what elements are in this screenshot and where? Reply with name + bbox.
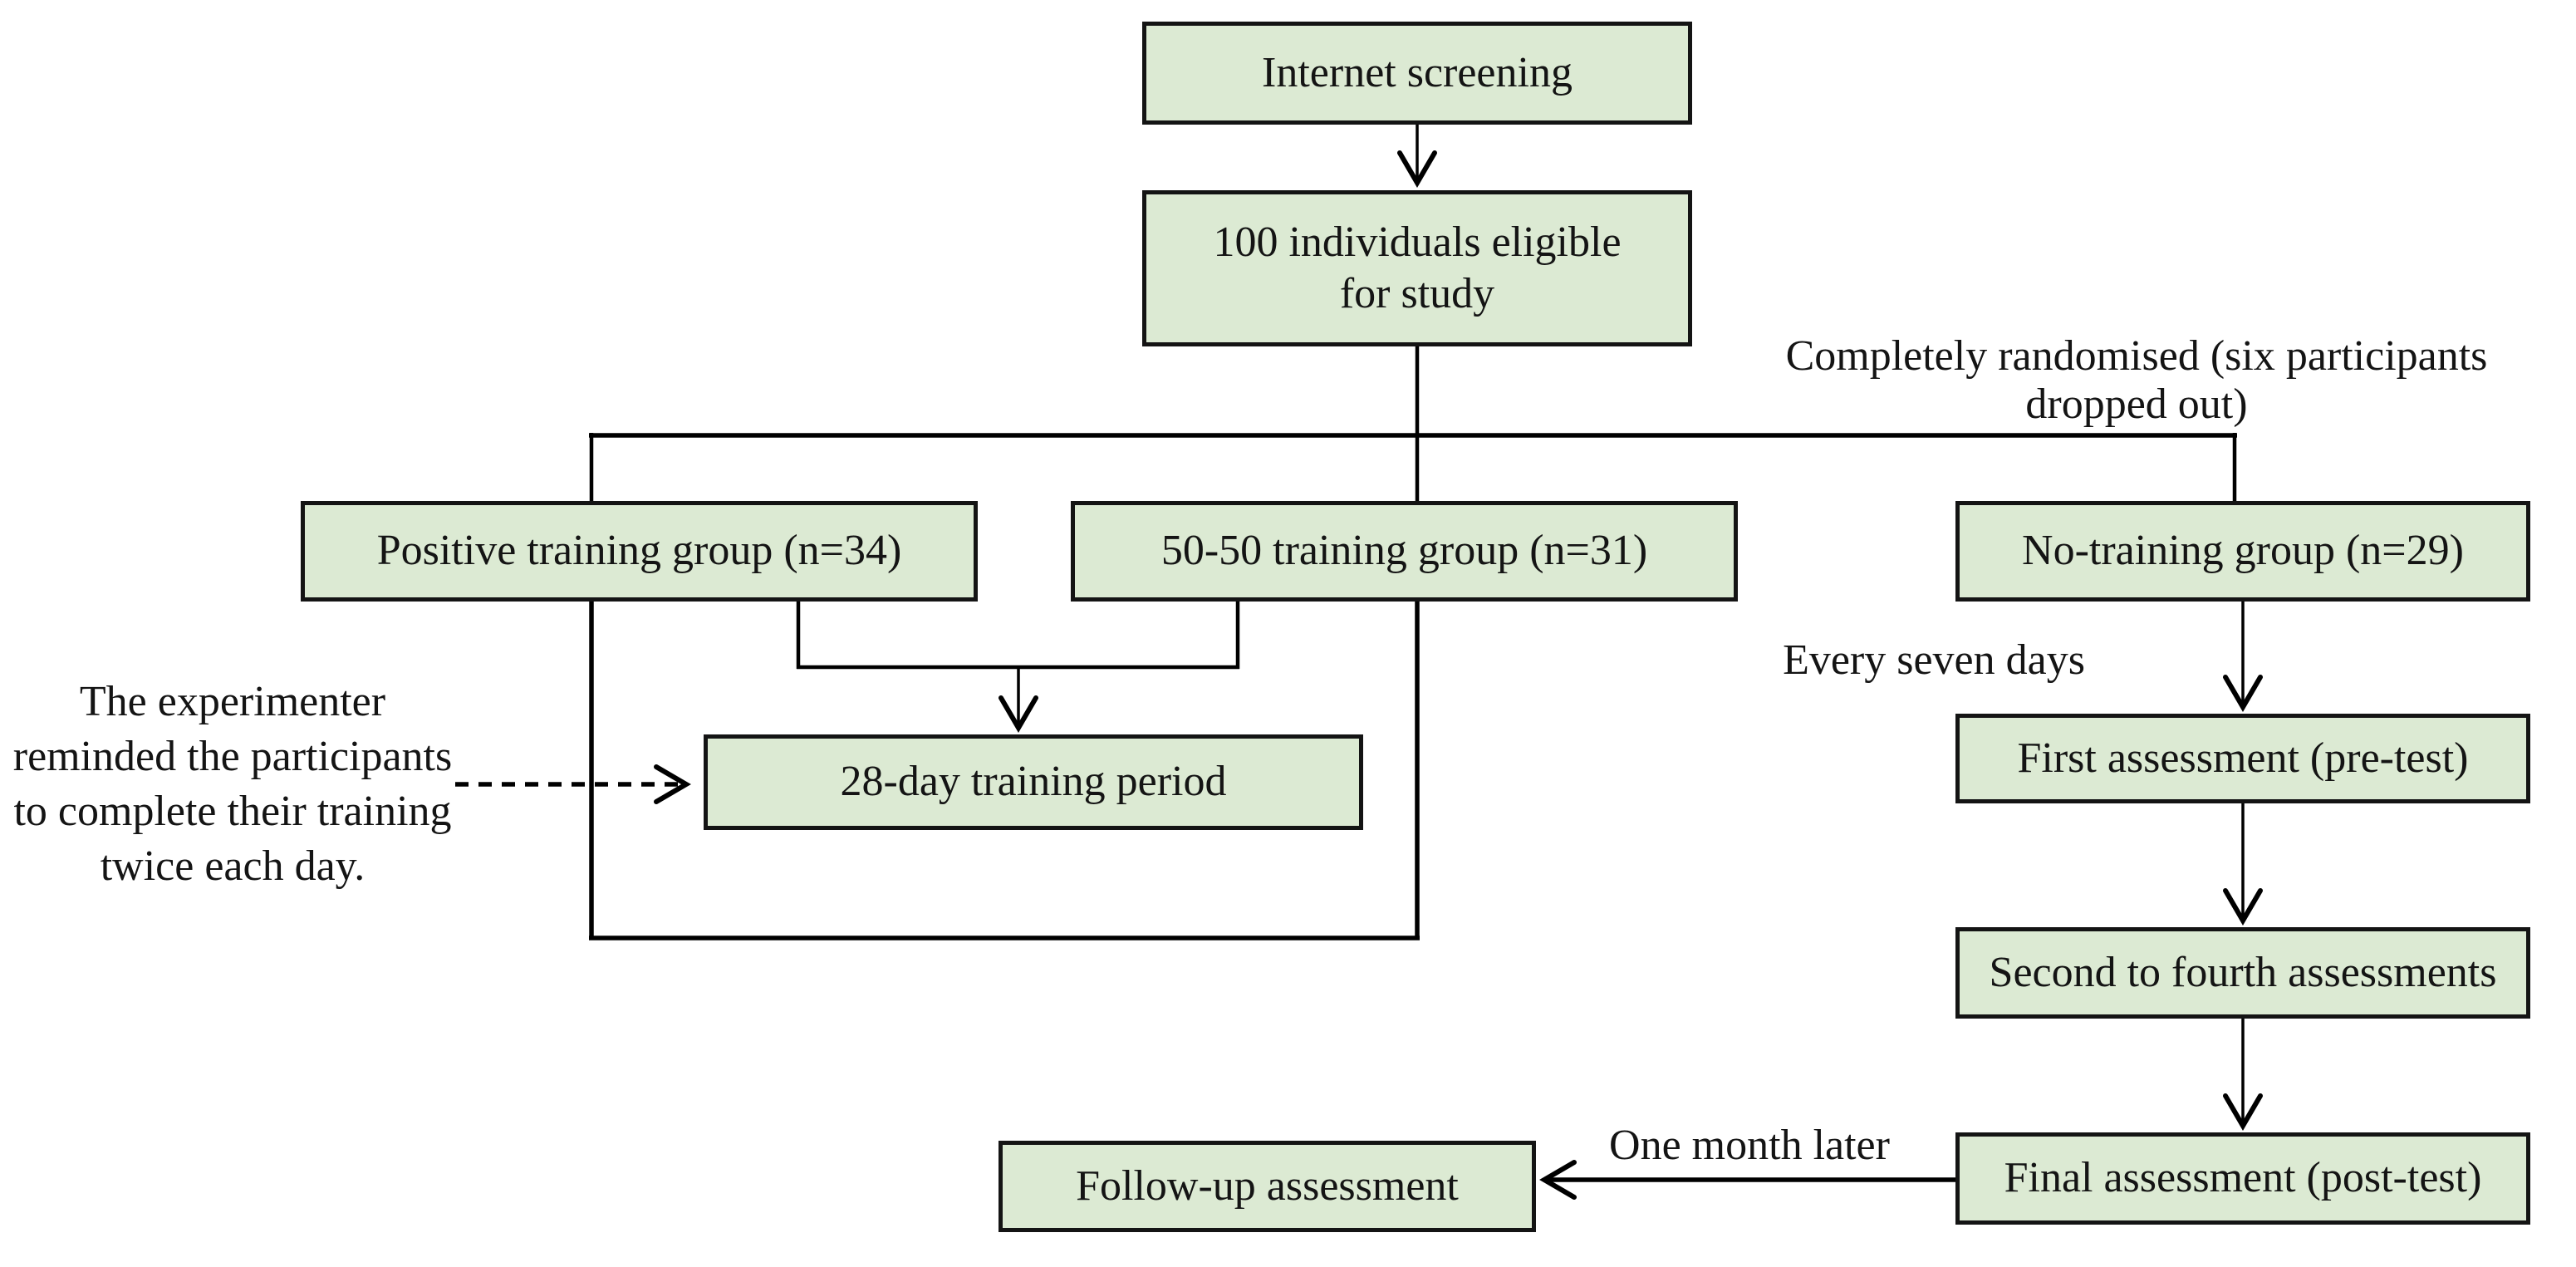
- annotation-randomised: Completely randomised (six participants …: [1721, 332, 2552, 429]
- annotation-experimenter-note-line4: twice each day.: [100, 842, 366, 890]
- node-fifty-fifty-training-group: 50-50 training group (n=31): [1071, 501, 1738, 602]
- node-follow-up-assessment: Follow-up assessment: [999, 1141, 1536, 1232]
- node-internet-screening: Internet screening: [1142, 22, 1692, 125]
- annotation-experimenter-note-line2: reminded the participants: [12, 733, 453, 780]
- annotation-experimenter-note: The experimenter reminded the participan…: [0, 675, 465, 894]
- annotation-experimenter-note-line1: The experimenter: [79, 678, 386, 725]
- node-no-training-group: No-training group (n=29): [1955, 501, 2530, 602]
- node-final-assessment: Final assessment (post-test): [1955, 1132, 2530, 1225]
- annotation-experimenter-note-line3: to complete their training: [13, 788, 452, 835]
- annotation-randomised-line2: dropped out): [2025, 381, 2248, 428]
- annotation-every-seven-days: Every seven days: [1783, 636, 2085, 684]
- annotation-randomised-line1: Completely randomised (six participants: [1785, 332, 2488, 380]
- node-second-to-fourth-assessments: Second to fourth assessments: [1955, 927, 2530, 1019]
- node-positive-training-group: Positive training group (n=34): [301, 501, 978, 602]
- node-eligible-individuals: 100 individuals eligible for study: [1142, 190, 1692, 346]
- annotation-one-month-later: One month later: [1609, 1122, 1890, 1169]
- node-first-assessment: First assessment (pre-test): [1955, 714, 2530, 803]
- node-training-period: 28-day training period: [704, 734, 1363, 830]
